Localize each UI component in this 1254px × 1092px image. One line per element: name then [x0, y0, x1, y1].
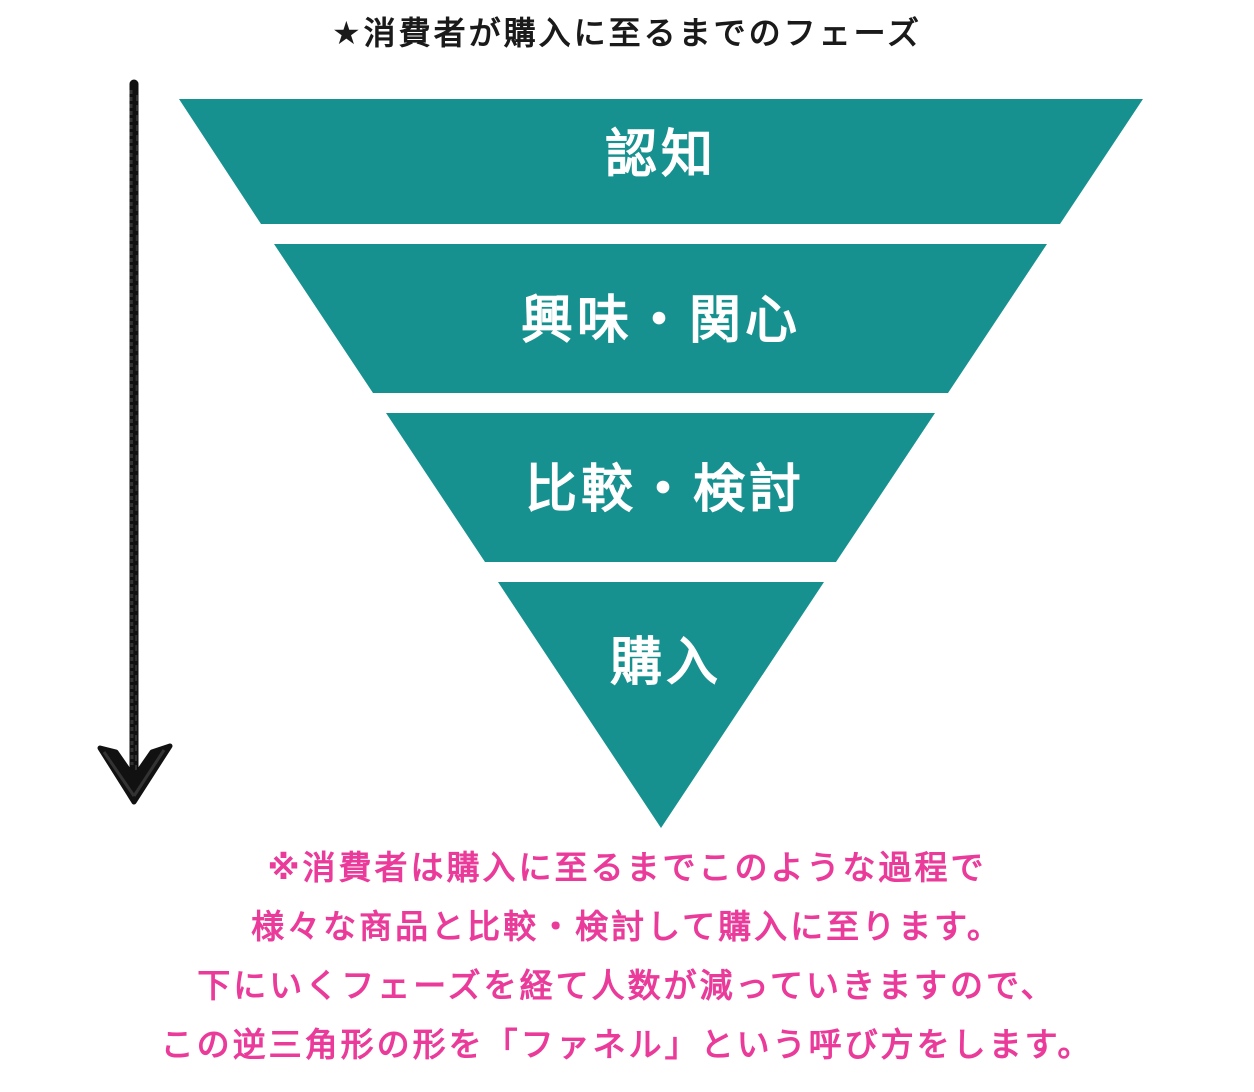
stage-3-band — [386, 413, 935, 562]
stage-4-band — [498, 582, 824, 828]
note-line-3: 下にいくフェーズを経て人数が減っていきますので、 — [197, 966, 1057, 1005]
stage-2-band — [274, 244, 1047, 393]
note-line-2: 様々な商品と比較・検討して購入に至ります。 — [251, 907, 1003, 946]
page-title: ★消費者が購入に至るまでのフェーズ — [331, 14, 923, 52]
stage-label-3: 比較・検討 — [525, 460, 805, 520]
stage-label-2: 興味・関心 — [521, 291, 801, 351]
note-line-1: ※消費者は購入に至るまでこのような過程で — [267, 848, 987, 887]
funnel-note: ※消費者は購入に至るまでこのような過程で 様々な商品と比較・検討して購入に至りま… — [0, 838, 1254, 1074]
down-arrow-icon — [97, 79, 173, 805]
note-line-4: この逆三角形の形を「ファネル」という呼び方をします。 — [160, 1025, 1094, 1064]
stage-1-band — [179, 99, 1143, 224]
stage-label-4: 購入 — [610, 633, 722, 693]
stage-label-1: 認知 — [605, 125, 717, 185]
